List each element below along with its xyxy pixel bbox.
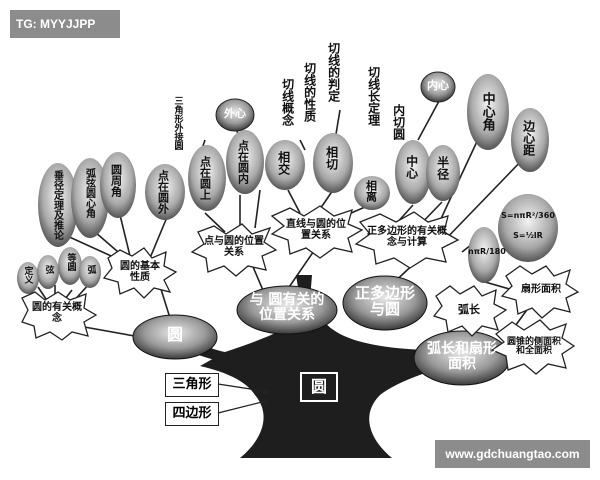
burst-point-pos-label: 点与圆的位置关系 [204, 236, 264, 258]
burst-polygon-concepts [354, 211, 460, 269]
burst-cone-area [490, 319, 576, 375]
leaf-on [188, 145, 226, 211]
leaf-shapes [17, 71, 558, 294]
leaf-center-angle-label: 中心角 [479, 92, 495, 131]
leaf-small-4-label: 弧 [85, 265, 96, 274]
leaf-incircle-label: 内切圆 [391, 104, 406, 140]
burst-basic-props [102, 247, 178, 299]
leaf-tangent-prop-label: 切线的性质 [302, 62, 317, 122]
leaf-small-1-label: 定义 [22, 266, 33, 284]
leaf-small-2 [37, 255, 59, 289]
branch-polygon [342, 275, 428, 331]
branch-circle [132, 314, 218, 360]
leaf-separate-label: 相离 [364, 180, 378, 202]
leaf-outside-label: 点在圆外 [156, 170, 170, 214]
leaf-intersect-label: 相交 [276, 151, 291, 175]
leaf-separate [354, 176, 390, 210]
leaf-incenter [420, 71, 456, 103]
leaf-on-label: 点在圆上 [198, 156, 212, 200]
leaf-chord-thm [38, 163, 78, 247]
burst-cone-area-label: 圆锥的侧面积和全面积 [506, 337, 561, 357]
leaf-tangent-judge-label: 切线的判定 [326, 42, 341, 102]
burst-arc-len [432, 285, 508, 337]
leaf-inside-label: 点在圆内 [236, 140, 250, 184]
leaf-sector-formula2-label: S=½lR [513, 231, 543, 240]
leaf-circumcenter-label: 外心 [224, 107, 246, 120]
leaf-tri-circum-label: 三角形外接圆 [172, 96, 183, 150]
leaf-center-angle [467, 74, 509, 150]
leaf-inside [226, 130, 264, 194]
branch-polygon-label: 正多边形与圆 [354, 284, 415, 318]
trunk-label: 圆 [300, 372, 338, 402]
leaf-radius [426, 145, 460, 201]
leaf-tangent-concept-label: 切线概念 [280, 78, 295, 126]
burst-point-pos [190, 223, 278, 277]
leaf-radius-label: 半径 [435, 156, 450, 180]
leaf-center-label: 中心 [404, 155, 419, 179]
leaf-tangent [313, 133, 353, 193]
triangle-box: 三角形 [165, 373, 219, 397]
leaf-sector-formula-label: S=nπR²/360 [501, 211, 555, 220]
leaf-apothem [511, 108, 549, 172]
leaf-small-4 [79, 256, 101, 288]
leaf-tangent-len-label: 切线长定理 [366, 66, 381, 126]
burst-concepts-label: 圆的有关概念 [32, 302, 82, 324]
leaf-small-2-label: 弦 [43, 265, 54, 274]
leaf-inscribed [100, 152, 136, 218]
quadrilateral-box: 四边形 [165, 402, 219, 426]
burst-sector-area-label: 扇形面积 [521, 284, 561, 295]
starbursts [21, 205, 580, 375]
leaf-small-3 [58, 247, 82, 285]
leaf-sector-formula [498, 194, 558, 262]
burst-concepts [21, 291, 98, 341]
leaf-tangent-label: 相切 [324, 146, 339, 170]
leaf-arc-chord-label: 弧弦圆心角 [83, 168, 95, 218]
leaf-apothem-label: 边心距 [521, 120, 536, 156]
leaf-incenter-label: 内心 [427, 79, 449, 92]
leaf-chord-thm-label: 垂径定理及推论 [51, 170, 63, 240]
leaf-arc-formula-label: nπR/180 [468, 247, 506, 256]
leaf-small-1 [17, 262, 39, 294]
leaf-arc-chord [71, 158, 109, 238]
leaf-arc-formula [468, 227, 500, 283]
branch-position-label: 与 圆有关的位置关系 [249, 292, 325, 323]
leaf-circumcenter [215, 98, 255, 132]
burst-arc-len-label: 弧长 [458, 303, 480, 316]
tree-trunk [200, 300, 500, 458]
leaf-small-3-label: 等圆 [65, 253, 76, 271]
burst-polygon-concepts-label: 正多边形的有关概念与计算 [367, 226, 447, 248]
burst-line-pos-label: 直线与圆的位置关系 [286, 219, 346, 241]
leaf-center [395, 140, 431, 204]
burst-line-pos [270, 205, 364, 259]
main-branches [132, 275, 511, 386]
burst-basic-props-label: 圆的基本性质 [120, 261, 160, 283]
leaf-intersect [265, 140, 305, 190]
branch-arc-label: 弧长和扇形面积 [427, 341, 497, 372]
leaf-outside [145, 164, 185, 220]
branch-position [236, 285, 338, 335]
burst-sector-area [500, 265, 580, 319]
branch-circle-label: 圆 [166, 325, 183, 344]
watermark-top: TG: MYYJJPP [10, 10, 120, 38]
leaf-inscribed-label: 圆周角 [109, 164, 123, 197]
watermark-bottom: www.gdchuangtao.com [435, 440, 590, 468]
